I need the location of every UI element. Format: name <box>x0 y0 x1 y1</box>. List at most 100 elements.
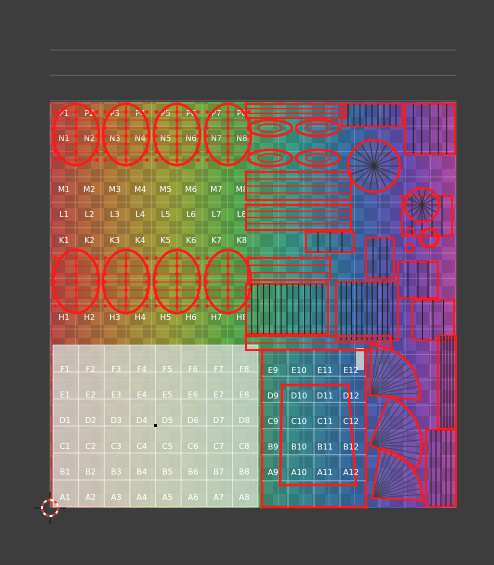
grid-cell-label: B7 <box>213 467 224 476</box>
fan-spoke <box>369 356 403 396</box>
uv-vertex <box>328 256 332 260</box>
uv-vertex <box>175 102 179 106</box>
grid-cell-label: B2 <box>85 467 96 476</box>
fan-spoke <box>369 444 422 448</box>
uv-vertex <box>297 203 300 207</box>
fan-spoke <box>369 413 412 446</box>
circle-spoke <box>421 191 433 206</box>
fan-spoke <box>369 352 398 396</box>
ring-outline <box>246 148 294 168</box>
uv-vertex <box>226 280 230 284</box>
fan-spoke <box>369 347 385 396</box>
grid-cell-label: E2 <box>86 391 96 400</box>
grid-cell-label: H3 <box>109 313 120 322</box>
grid-cell-label: A12 <box>343 468 359 477</box>
uv-vertex <box>196 304 200 308</box>
uv-vertex <box>95 118 99 122</box>
uv-vertex <box>124 118 128 122</box>
fan-spoke <box>369 432 421 446</box>
uv-vertex <box>103 264 107 268</box>
uv-island-ring <box>246 118 294 138</box>
uv-vertex <box>74 288 78 292</box>
circle-spoke <box>373 165 395 184</box>
uv-vertex <box>175 296 179 300</box>
uv-vertex <box>124 288 128 292</box>
uv-vertex <box>53 288 57 292</box>
2d-cursor-icon[interactable] <box>34 492 66 524</box>
uv-vertex <box>277 102 281 106</box>
uv-vertex <box>175 118 179 122</box>
grid-cell-label: C2 <box>85 442 96 451</box>
uv-vertex <box>74 142 78 146</box>
uv-island-capsule <box>152 102 202 167</box>
grid-cell-label: K4 <box>135 236 145 245</box>
uv-islands-right-cluster[interactable] <box>244 102 457 507</box>
uv-vertex <box>53 150 57 154</box>
uv-island-capsule <box>51 248 101 315</box>
uv-islands-fans[interactable] <box>368 343 424 502</box>
grid-cell-label: D10 <box>291 392 307 401</box>
uv-vertex <box>145 110 149 114</box>
grid-cell-label: E9 <box>268 366 278 375</box>
grid-cell-label: C6 <box>188 442 199 451</box>
uv-vertex <box>74 150 78 154</box>
selected-island-pivot <box>154 424 157 427</box>
uv-vertex <box>437 203 441 207</box>
grid-cell-label: H8 <box>236 313 247 322</box>
fan-spoke <box>371 454 398 499</box>
uv-vertex <box>74 102 78 106</box>
uv-vertex <box>341 334 345 338</box>
circle-spoke <box>373 140 379 167</box>
uv-island-bars-group <box>245 283 329 335</box>
grid-cell-label: A6 <box>188 493 199 502</box>
uv-vertex <box>196 118 200 122</box>
uv-island-capsule <box>101 102 151 167</box>
ring-inner <box>257 153 283 163</box>
uv-vertex <box>103 288 107 292</box>
grid-cell-label: E10 <box>291 366 306 375</box>
grid-cell-label: K6 <box>186 236 196 245</box>
uv-vertex <box>124 311 128 315</box>
uv-islands-capsules-middle[interactable] <box>51 248 253 315</box>
grid-cell-label: K2 <box>84 236 94 245</box>
fan-spoke <box>369 366 412 396</box>
grid-cell-label: M2 <box>83 185 95 194</box>
uv-vertex <box>435 210 439 214</box>
uv-vertex <box>364 348 368 352</box>
uv-island-lower-right-grid[interactable] <box>260 348 368 509</box>
grid-cell-label: C4 <box>136 442 147 451</box>
fan-spoke <box>371 494 422 499</box>
circle-spoke <box>373 165 379 192</box>
grid-cell-label: C5 <box>162 442 173 451</box>
uv-vertex <box>247 110 251 114</box>
grid-cell-label: L4 <box>135 210 145 219</box>
uv-island-capsule <box>101 248 151 315</box>
uv-vertex <box>175 163 179 167</box>
uv-vertex <box>205 304 209 308</box>
uv-vertex <box>247 296 251 300</box>
uv-vertex <box>154 304 158 308</box>
uv-vertex <box>297 170 300 174</box>
uv-vertex <box>367 138 371 142</box>
fan-spoke <box>369 419 416 446</box>
uv-vertex <box>124 256 128 260</box>
fan-spoke <box>371 471 415 499</box>
grid-cell-label: N4 <box>135 134 146 143</box>
uv-vertex <box>124 158 128 162</box>
uv-island-strip-group <box>244 170 353 201</box>
uv-islands-capsules-top[interactable] <box>51 102 253 167</box>
circle-spoke <box>421 188 427 206</box>
fan-outline <box>370 447 423 502</box>
uv-island-bars-group <box>335 281 399 341</box>
grid-cell-label: E11 <box>317 366 332 375</box>
grid-cell-label: C12 <box>343 417 359 426</box>
uv-vertex <box>416 186 420 190</box>
uv-island-bars-group <box>404 103 456 155</box>
uv-vertex <box>124 142 128 146</box>
uv-vertex <box>247 150 251 154</box>
uv-vertex <box>205 256 209 260</box>
uv-vertex <box>154 280 158 284</box>
